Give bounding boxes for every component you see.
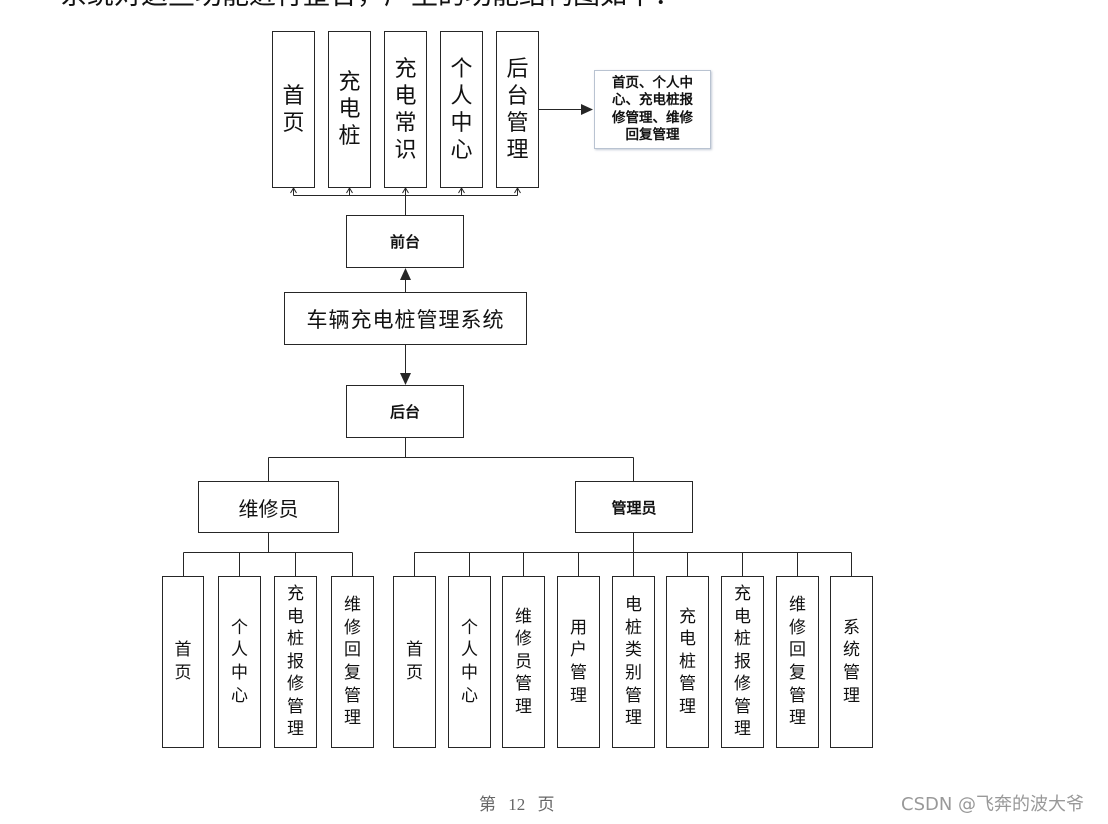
module-label: 首页 [174, 640, 192, 683]
frontend-module-home: 首页 [272, 31, 315, 188]
module-label: 后台管理 [506, 56, 529, 163]
module-label: 充电桩报修管理 [287, 583, 304, 740]
intro-text: 系统对这些功能进行整合，产生的功能结构图如下： [60, 0, 681, 11]
module-label: 个人中心 [231, 617, 248, 706]
role-label: 维修员 [238, 496, 299, 521]
admin-module-system-management: 系统管理 [830, 576, 873, 748]
system-title: 车辆充电桩管理系统 [306, 307, 505, 332]
admin-module-home: 首页 [393, 576, 436, 748]
frontend-module-charging-pile: 充电桩 [328, 31, 371, 188]
frontend-module-admin-backend: 后台管理 [496, 31, 539, 188]
arrow-head [290, 187, 297, 194]
arrow-head [400, 268, 411, 280]
module-label: 充电桩报修管理 [734, 583, 751, 740]
module-label: 用户管理 [570, 617, 587, 706]
repairman-module-repair-reply-management: 维修回复管理 [331, 576, 374, 748]
backend-entry-note: 首页、个人中心、充电桩报修管理、维修回复管理 [594, 70, 711, 149]
repairman-module-personal-center: 个人中心 [218, 576, 261, 748]
module-label: 个人中心 [461, 617, 478, 706]
module-label: 维修员管理 [515, 606, 532, 717]
system-root-node: 车辆充电桩管理系统 [284, 292, 527, 345]
arrow-head [581, 104, 593, 115]
backend-label: 后台 [389, 403, 420, 421]
module-label: 个人中心 [450, 56, 473, 163]
frontend-module-charging-knowledge: 充电常识 [384, 31, 427, 188]
arrow-head [458, 187, 465, 194]
admin-module-repairman-management: 维修员管理 [502, 576, 545, 748]
repairman-module-repair-report-management: 充电桩报修管理 [274, 576, 317, 748]
module-label: 充电桩管理 [679, 606, 696, 717]
role-repairman-node: 维修员 [198, 481, 339, 533]
admin-module-personal-center: 个人中心 [448, 576, 491, 748]
frontend-node: 前台 [346, 215, 464, 268]
module-label: 充电常识 [394, 56, 417, 163]
admin-module-user-management: 用户管理 [557, 576, 600, 748]
admin-module-repair-report-management: 充电桩报修管理 [721, 576, 764, 748]
arrow-head [514, 187, 521, 194]
module-label: 首页 [406, 640, 423, 683]
module-label: 首页 [282, 83, 305, 136]
module-label: 充电桩 [338, 70, 361, 149]
frontend-module-personal-center: 个人中心 [440, 31, 483, 188]
module-label: 系统管理 [843, 617, 860, 706]
note-text: 首页、个人中心、充电桩报修管理、维修回复管理 [612, 74, 693, 144]
module-label: 维修回复管理 [344, 595, 361, 729]
role-label: 管理员 [611, 498, 657, 517]
csdn-watermark: CSDN @飞奔的波大爷 [901, 794, 1085, 815]
admin-module-repair-reply-management: 维修回复管理 [776, 576, 819, 748]
backend-node: 后台 [346, 385, 464, 438]
arrow-head [346, 187, 353, 194]
admin-module-pile-category-management: 电桩类别管理 [612, 576, 655, 748]
module-label: 电桩类别管理 [625, 595, 642, 729]
admin-module-charging-pile-management: 充电桩管理 [666, 576, 709, 748]
repairman-module-home: 首页 [162, 576, 204, 748]
frontend-label: 前台 [389, 233, 420, 251]
page-number: 第 12 页 [479, 795, 555, 814]
module-label: 维修回复管理 [789, 595, 806, 729]
role-administrator-node: 管理员 [575, 481, 693, 533]
arrow-head [400, 373, 411, 385]
arrow-head [402, 187, 409, 194]
